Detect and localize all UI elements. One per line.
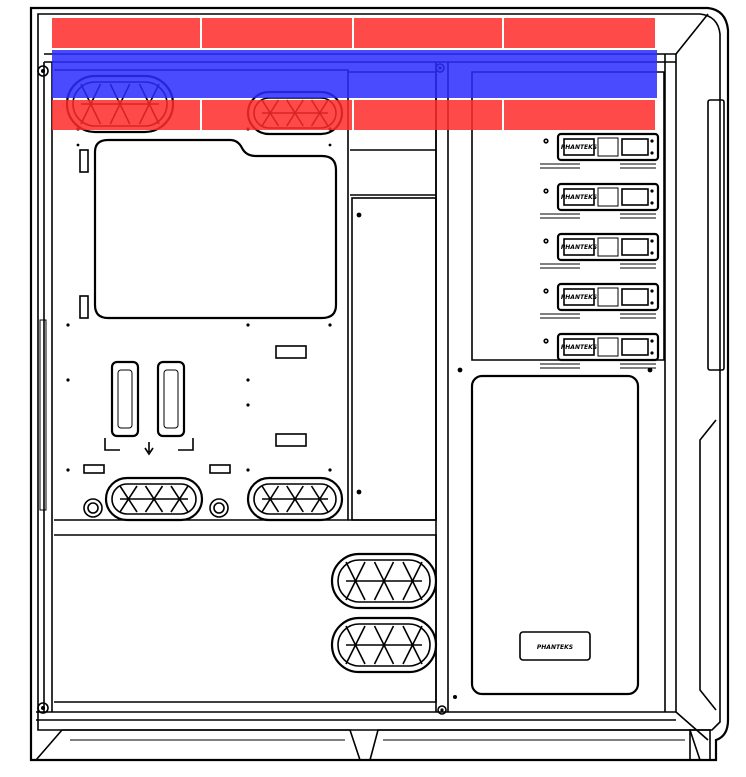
highlight-red-top-3 xyxy=(354,18,502,48)
drive-bay-brand-label: PHANTEKS xyxy=(561,244,597,251)
highlight-red-bottom-3 xyxy=(354,100,502,130)
psu-brand-label: PHANTEKS xyxy=(537,644,573,651)
drive-bay-brand-label: PHANTEKS xyxy=(561,344,597,351)
highlight-red-top-2 xyxy=(202,18,352,48)
corner-screws xyxy=(37,63,447,715)
highlight-red-top-1 xyxy=(52,18,200,48)
drive-bay-4[interactable]: PHANTEKS xyxy=(540,282,660,319)
highlight-red-bottom-4 xyxy=(504,100,655,130)
drive-bay-brand-label: PHANTEKS xyxy=(561,194,597,201)
grommet-lower-2 xyxy=(330,616,438,674)
drive-bay-3[interactable]: PHANTEKS xyxy=(540,232,660,269)
highlight-red-bottom-2 xyxy=(202,100,352,130)
drive-bay-brand-label: PHANTEKS xyxy=(561,144,597,151)
standoff-holes xyxy=(66,127,332,472)
highlight-blue-band xyxy=(52,50,657,98)
drive-bay-1[interactable]: PHANTEKS xyxy=(540,132,660,169)
grommet-bottom-left xyxy=(104,476,204,522)
drive-cage: PHANTEKS PHANTEKS PHANTEKS PHANTEKS PHANTEKS xyxy=(457,71,665,373)
drive-bay-2[interactable]: PHANTEKS xyxy=(540,182,660,219)
middle-section xyxy=(348,62,449,712)
grommet-lower-1 xyxy=(330,552,438,610)
highlight-overlays xyxy=(52,18,657,130)
highlight-red-bottom-1 xyxy=(52,100,200,130)
drive-bay-5[interactable]: PHANTEKS xyxy=(540,332,660,369)
drive-bays: PHANTEKS PHANTEKS PHANTEKS PHANTEKS PHANTEKS xyxy=(540,132,660,369)
grommet-group xyxy=(65,74,438,674)
grommet-bottom-right xyxy=(246,476,344,522)
psu-shroud: PHANTEKS xyxy=(453,374,640,699)
highlight-red-top-4 xyxy=(504,18,655,48)
drive-bay-brand-label: PHANTEKS xyxy=(561,294,597,301)
